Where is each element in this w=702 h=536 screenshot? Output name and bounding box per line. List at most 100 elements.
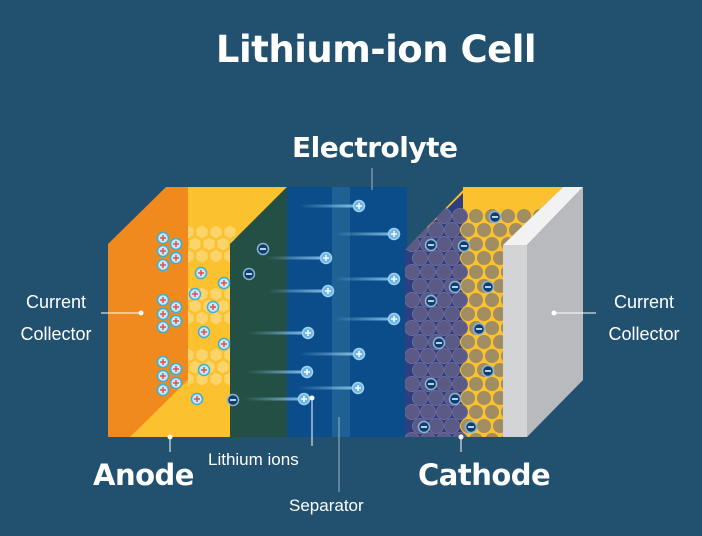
cathode-particle (452, 348, 468, 364)
lithium-ion-icon (169, 362, 183, 376)
cathode-particle (428, 418, 444, 434)
graphite-hexagon (195, 310, 209, 326)
electron-icon (448, 280, 462, 294)
cathode-particle (428, 250, 444, 266)
lithium-ion-icon (156, 231, 170, 245)
electron-icon (464, 420, 478, 434)
lithium-ion-icon (169, 376, 183, 390)
anode-electrolyte-region (230, 187, 287, 437)
cathode-particle (452, 264, 468, 280)
cathode-particle (428, 222, 444, 238)
cathode-particle (476, 222, 492, 238)
cathode-current-collector (503, 245, 527, 437)
cathode-particle (484, 236, 500, 252)
cathode-particle (452, 376, 468, 392)
cathode-particle (468, 236, 484, 252)
cathode-particle (452, 208, 468, 224)
cathode-particle (412, 278, 428, 294)
cathode-particle (468, 404, 484, 420)
graphite-hexagon (223, 224, 237, 240)
cathode-particle (460, 222, 476, 238)
cathode-particle (412, 306, 428, 322)
anode-label: Anode (93, 458, 194, 492)
cathode-particle (484, 348, 500, 364)
cathode-particle (428, 306, 444, 322)
graphite-hexagon (188, 371, 195, 387)
lithium-ion-icon (156, 258, 170, 272)
cathode-particle (532, 432, 548, 437)
lithium-ion-icon (188, 287, 202, 301)
cathode-particle (428, 390, 444, 406)
cathode-particle (412, 334, 428, 350)
lithium-ion-icon (247, 365, 314, 379)
cathode-particle (428, 278, 444, 294)
cathode-particle (444, 306, 460, 322)
cathode-particle (420, 320, 436, 336)
lithium-ion-icon (197, 363, 211, 377)
graphite-hexagon (195, 347, 209, 363)
lithium-ion-icon (194, 266, 208, 280)
electron-icon (432, 336, 446, 350)
cathode-particle (460, 306, 476, 322)
lithium-ion-icon (244, 392, 311, 406)
cathode-particle (412, 362, 428, 378)
lithium-ion-icon (190, 392, 204, 406)
lithium-ion-icon (197, 325, 211, 339)
cathode-particle (468, 264, 484, 280)
current-collector-right-label: Current Collector (608, 292, 680, 344)
cathode-particle (500, 208, 516, 224)
cathode-particle (468, 208, 484, 224)
graphite-hexagon (209, 286, 223, 302)
graphite-hexagon (188, 298, 202, 314)
lithium-ion-icon (206, 300, 220, 314)
separator (332, 187, 350, 437)
cathode-particle (468, 376, 484, 392)
graphite-hexagon (195, 224, 209, 240)
graphite-hexagon (209, 310, 223, 326)
cathode-particle (444, 362, 460, 378)
cathode-particle (444, 250, 460, 266)
cathode-particle (436, 404, 452, 420)
graphite-hexagon (188, 347, 195, 363)
cathode-particle (405, 348, 420, 364)
cathode-particle (436, 348, 452, 364)
diagram-title: Lithium-ion Cell (215, 28, 537, 71)
lithium-ion-icon (298, 381, 365, 395)
anode-current-collector (108, 187, 190, 437)
cathode-particle (412, 250, 428, 266)
electron-icon (417, 420, 431, 434)
electron-icon (481, 280, 495, 294)
cathode-particle (420, 208, 436, 224)
cathode-particle (436, 208, 452, 224)
cathode-particle (516, 208, 532, 224)
graphite-hexagon (188, 310, 195, 326)
cathode-particle (444, 334, 460, 350)
lithium-ion-icon (169, 314, 183, 328)
cathode-particle (420, 404, 436, 420)
cathode-particle (420, 348, 436, 364)
cathode-label: Cathode (418, 458, 551, 492)
cathode-particle (405, 376, 420, 392)
cathode-particle (452, 432, 468, 437)
electron-icon (424, 294, 438, 308)
electron-icon (242, 267, 256, 281)
cathode-particle (405, 292, 420, 308)
cathode-particle (460, 278, 476, 294)
cathode-particle (412, 390, 428, 406)
cathode-particle (484, 320, 500, 336)
cathode-particle (484, 432, 500, 437)
lithium-ion-icon (334, 272, 401, 286)
cathode-particle (476, 250, 492, 266)
graphite-hexagon (188, 224, 195, 240)
electron-icon (226, 393, 240, 407)
cathode-particle (405, 264, 420, 280)
electron-icon (424, 238, 438, 252)
cathode-particle (428, 362, 444, 378)
graphite-hexagon (202, 236, 216, 252)
graphite-hexagon (188, 248, 195, 264)
cathode-particle (452, 292, 468, 308)
cathode-particle (436, 264, 452, 280)
cathode-particle (476, 306, 492, 322)
lithium-ions-label: Lithium ions (208, 450, 299, 469)
cathode-particle (420, 432, 436, 437)
